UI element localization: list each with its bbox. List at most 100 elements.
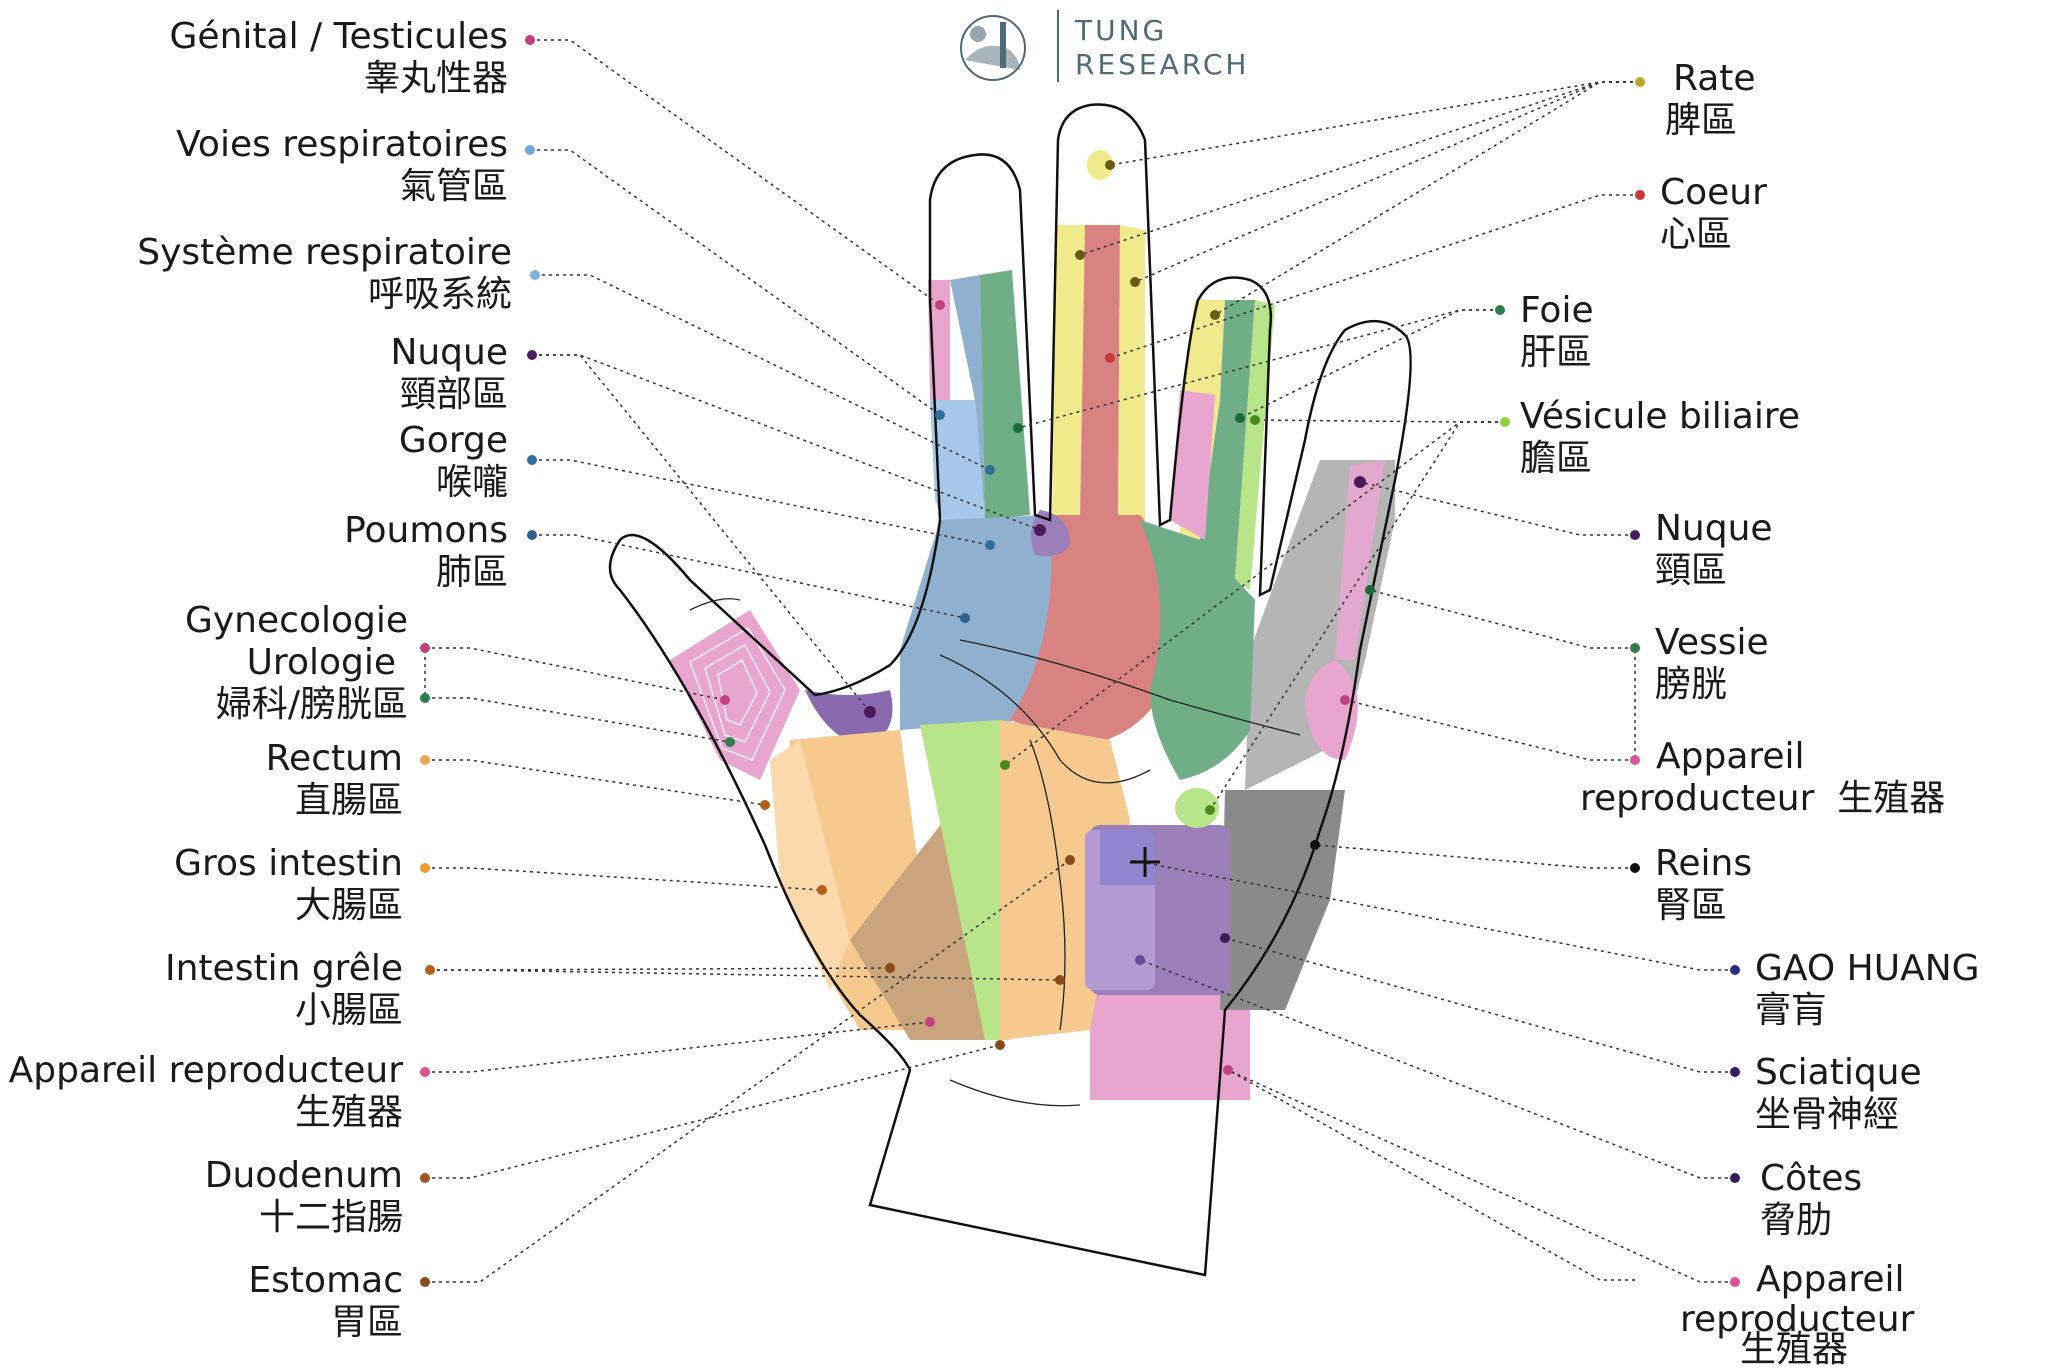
label-poumons-fr: Poumons: [344, 510, 508, 551]
label-gros-intestin: Gros intestin 大腸區: [174, 843, 403, 927]
logo-line2: RESEARCH: [1075, 48, 1250, 81]
label-appareil-repro-left-fr: Appareil reproducteur: [8, 1050, 403, 1091]
label-vesicule-zh: 膽區: [1520, 438, 1593, 479]
label-gros-intestin-zh: 大腸區: [294, 885, 403, 926]
label-nuque-right: Nuque 頸區: [1655, 508, 1773, 592]
label-genital: Génital / Testicules 睾丸性器: [170, 16, 508, 100]
label-rectum-zh: 直腸區: [294, 780, 403, 821]
label-sciatique-zh: 坐骨神經: [1755, 1094, 1900, 1135]
zone-pink-strip: [1335, 460, 1385, 660]
label-reins-fr: Reins: [1655, 843, 1753, 884]
zone-lightgreen-ring: [1235, 300, 1275, 590]
label-appareil-repro-right2-fr2: reproducteur: [1680, 1299, 1915, 1340]
logo-mark: [960, 15, 1026, 81]
label-nuque-left-zh: 頸部區: [399, 374, 508, 415]
label-poumons: Poumons 肺區: [344, 510, 508, 594]
zone-purple-nuque: [1031, 510, 1070, 557]
palm-creases: [689, 598, 1301, 1107]
label-foie-fr: Foie: [1520, 290, 1594, 331]
label-appareil-repro-right1: Appareil reproducteur 生殖器: [1580, 736, 1945, 820]
label-gynecologie-fr: Gynecologie: [184, 600, 408, 641]
logo-line1: TUNG: [1075, 14, 1168, 47]
label-appareil-repro-right1-line2: reproducteur 生殖器: [1580, 778, 1945, 820]
label-vesicule: Vésicule biliaire 膽區: [1520, 396, 1800, 480]
label-rectum-fr: Rectum: [265, 738, 403, 779]
zone-gall-dot: [1175, 788, 1219, 828]
label-sciatique-fr: Sciatique: [1755, 1052, 1922, 1093]
label-gorge-zh: 喉嚨: [435, 462, 508, 503]
leader-lines: [424, 39, 1735, 1283]
zone-red-palm: [1010, 515, 1172, 745]
hand-outline: [608, 103, 1412, 1277]
label-rectum: Rectum 直腸區: [266, 738, 403, 822]
label-vessie: Vessie 膀胱: [1655, 622, 1769, 706]
label-cotes-zh: 脅肋: [1760, 1200, 1833, 1241]
label-estomac-fr: Estomac: [248, 1260, 403, 1301]
label-urologie-fr: Urologie: [246, 642, 396, 683]
label-nuque-left: Nuque 頸部區: [390, 332, 508, 416]
label-appareil-repro-right1-zh: 生殖器: [1837, 778, 1946, 819]
label-coeur: Coeur 心區: [1660, 172, 1767, 256]
label-vessie-fr: Vessie: [1655, 622, 1769, 663]
label-gorge: Gorge 喉嚨: [399, 420, 508, 504]
zone-yellow-middle2: [1118, 225, 1145, 520]
zone-red-middle: [1080, 225, 1120, 520]
marker-dots: [420, 35, 1740, 1287]
label-reins: Reins 腎區: [1655, 843, 1752, 927]
label-estomac: Estomac 胃區: [248, 1260, 403, 1344]
label-reins-zh: 腎區: [1655, 885, 1728, 926]
label-voies: Voies respiratoires 氣管區: [176, 124, 508, 208]
label-rate: Rate 脾區: [1665, 58, 1756, 142]
label-nuque-right-fr: Nuque: [1655, 508, 1773, 549]
label-duodenum-fr: Duodenum: [204, 1155, 403, 1196]
label-voies-fr: Voies respiratoires: [176, 124, 508, 165]
label-gaohuang-fr: GAO HUANG: [1755, 948, 1980, 989]
label-appareil-repro-right1-fr: Appareil: [1656, 736, 1805, 777]
zone-lightgreen-palm: [920, 720, 1010, 1040]
label-estomac-zh: 胃區: [330, 1302, 403, 1343]
zone-green-index: [980, 270, 1030, 520]
label-voies-zh: 氣管區: [399, 166, 508, 207]
label-genital-zh: 睾丸性器: [363, 58, 508, 99]
label-cotes: Côtes 脅肋: [1760, 1158, 1862, 1242]
zone-green-palm: [1140, 520, 1255, 780]
gaohuang-cross-icon: [1130, 847, 1160, 877]
label-appareil-repro-left-zh: 生殖器: [294, 1092, 403, 1133]
label-genital-fr: Génital / Testicules: [169, 16, 508, 57]
label-appareil-repro-left: Appareil reproducteur 生殖器: [9, 1050, 403, 1134]
label-poumons-zh: 肺區: [435, 552, 508, 593]
label-appareil-repro-right2-fr: Appareil: [1756, 1259, 1905, 1300]
label-appareil-repro-right2-zh: 生殖器: [1740, 1329, 1849, 1370]
label-intestin-grele-zh: 小腸區: [294, 990, 403, 1031]
label-nuque-right-zh: 頸區: [1655, 550, 1728, 591]
label-intestin-grele-fr: Intestin grêle: [165, 948, 403, 989]
zone-purple-thumb: [805, 690, 893, 745]
label-duodenum: Duodenum 十二指腸: [205, 1155, 403, 1239]
label-systeme-zh: 呼吸系統: [367, 274, 512, 315]
label-foie-zh: 肝區: [1520, 332, 1593, 373]
label-systeme: Système respiratoire 呼吸系統: [137, 232, 512, 316]
zone-gaohuang: [1100, 830, 1155, 885]
label-systeme-fr: Système respiratoire: [137, 232, 512, 273]
label-appareil-repro-right1-fr2: reproducteur: [1580, 778, 1815, 819]
label-gorge-fr: Gorge: [398, 420, 508, 461]
zones: [670, 150, 1395, 1100]
label-appareil-repro-right2: Appareil reproducteur 生殖器: [1680, 1260, 1914, 1370]
label-gaohuang: GAO HUANG 膏肓: [1755, 948, 1980, 1032]
label-foie: Foie 肝區: [1520, 290, 1594, 374]
zone-peach: [770, 740, 850, 990]
logo-separator: [1057, 10, 1059, 82]
zone-green-ring: [1200, 300, 1255, 580]
label-duodenum-zh: 十二指腸: [258, 1197, 403, 1238]
logo-text: TUNG RESEARCH: [1075, 14, 1249, 82]
zone-blue-palm: [900, 515, 1068, 730]
label-intestin-grele: Intestin grêle 小腸區: [165, 948, 403, 1032]
label-nuque-left-fr: Nuque: [390, 332, 508, 373]
zone-pink-lower: [1090, 990, 1250, 1100]
label-rate-fr: Rate: [1673, 58, 1756, 99]
label-vessie-zh: 膀胱: [1655, 664, 1728, 705]
label-gynecologie-zh: 婦科/膀胱區: [215, 684, 408, 725]
label-gros-intestin-fr: Gros intestin: [174, 843, 403, 884]
